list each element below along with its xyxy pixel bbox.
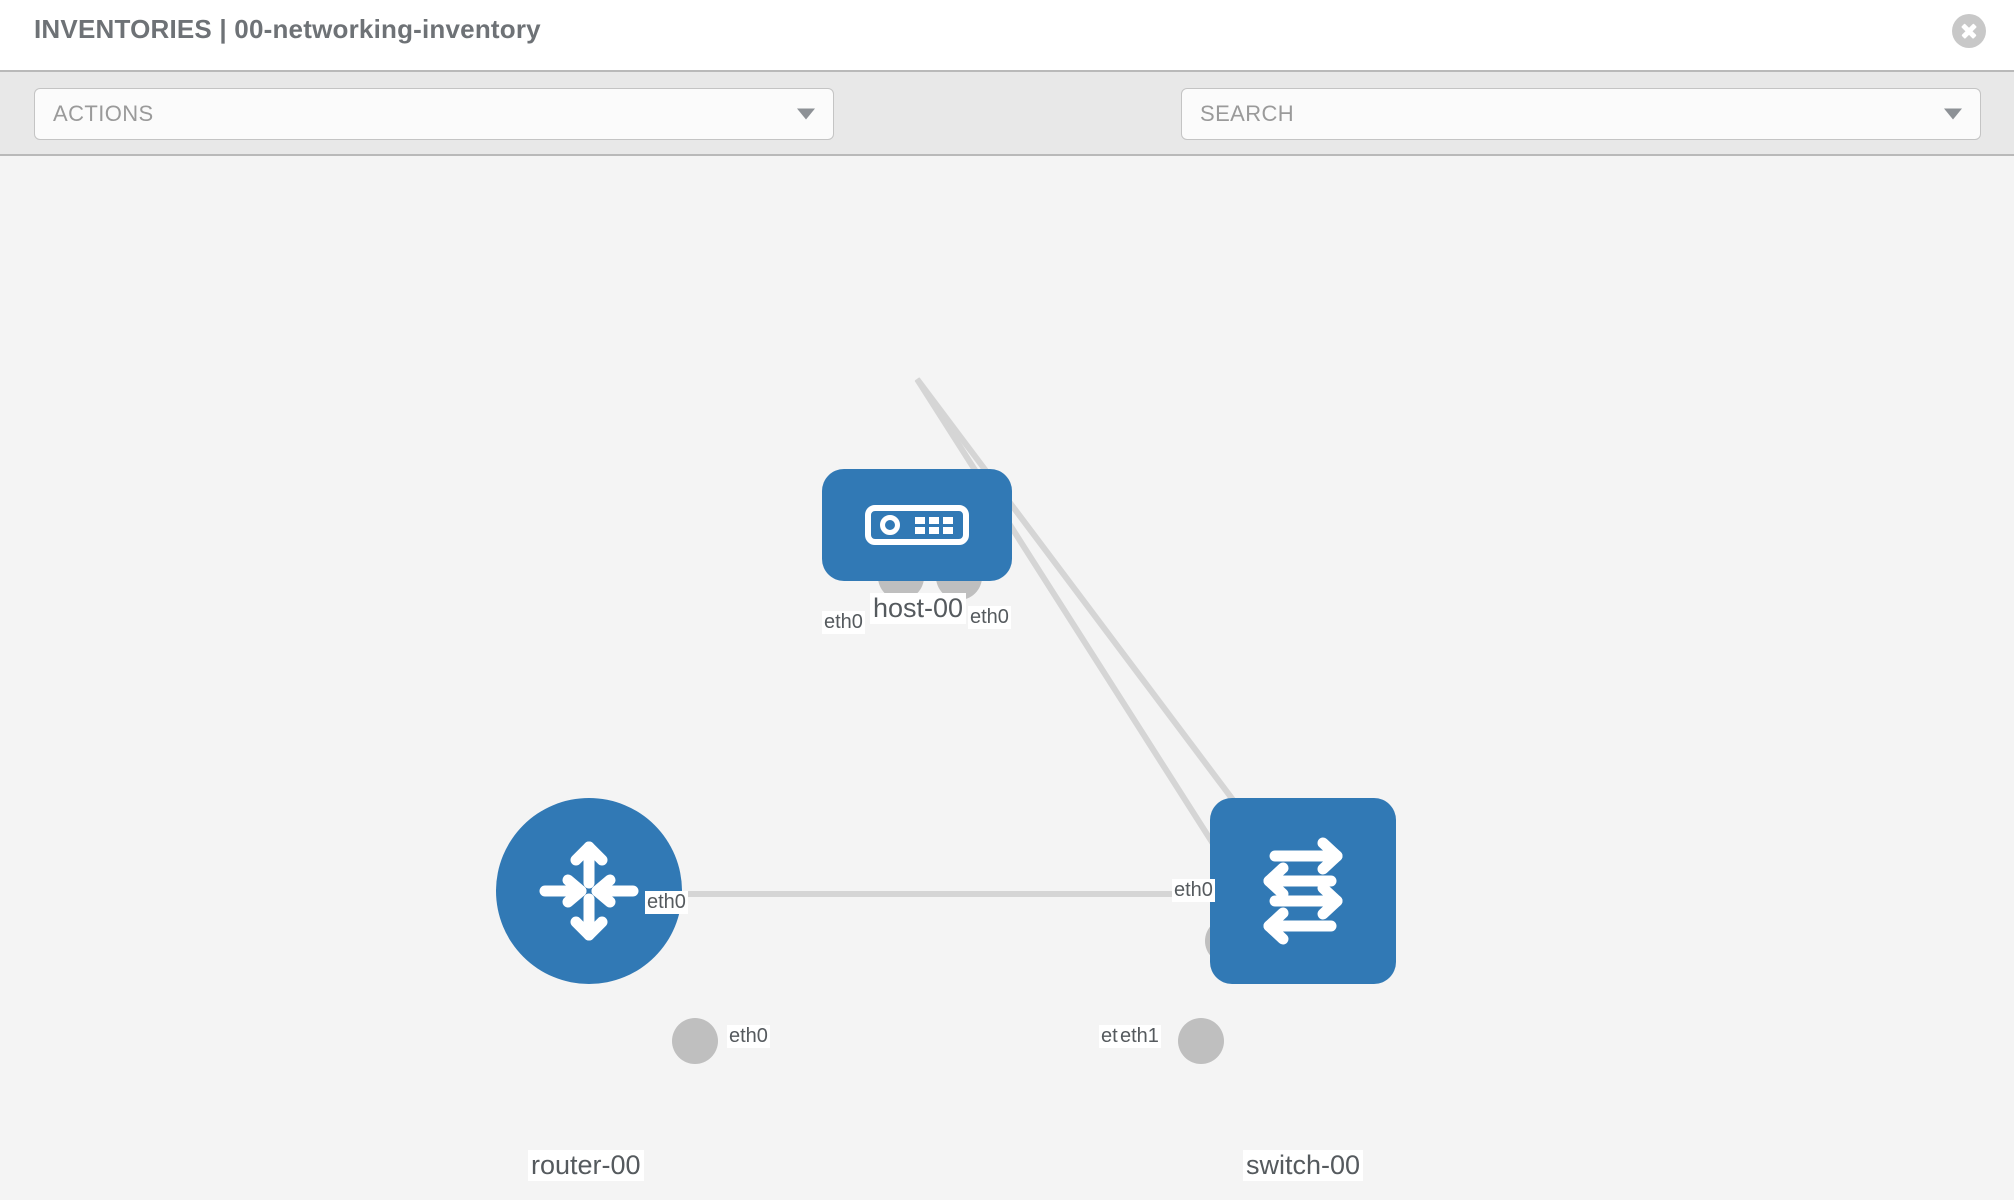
link-router-switch[interactable]: [589, 891, 1303, 897]
search-input[interactable]: SEARCH: [1181, 88, 1981, 140]
interface-label-switch-left: eth1: [1118, 1025, 1161, 1048]
router-arrows-icon: [539, 841, 639, 941]
interface-label-host-right: eth0: [968, 606, 1011, 629]
interface-label-switch-left-overlap: etl: [1099, 1025, 1125, 1048]
interface-label-router-right: eth0: [727, 1025, 770, 1048]
node-label-switch-00: switch-00: [1243, 1150, 1364, 1181]
interface-label-host-left: eth0: [822, 611, 865, 634]
page-title: INVENTORIES | 00-networking-inventory: [34, 14, 541, 44]
toolbar: ACTIONS SEARCH: [0, 70, 2014, 205]
node-switch-00[interactable]: [1210, 798, 1396, 984]
actions-dropdown[interactable]: ACTIONS: [34, 88, 834, 140]
chevron-down-icon: [1944, 108, 1962, 120]
node-label-host-00: host-00: [870, 593, 967, 624]
interface-nub-router-right[interactable]: [672, 1018, 718, 1064]
interface-label-router-up: eth0: [645, 891, 688, 914]
window-header: INVENTORIES | 00-networking-inventory: [0, 0, 2014, 70]
switch-arrows-icon: [1263, 837, 1343, 945]
node-router-00[interactable]: [496, 798, 682, 984]
link-host-router[interactable]: [914, 377, 1248, 896]
chevron-down-icon: [797, 108, 815, 120]
close-icon[interactable]: [1952, 14, 1986, 48]
node-host-00[interactable]: [822, 469, 1012, 581]
interface-label-switch-up: eth0: [1172, 879, 1215, 902]
server-icon: [865, 505, 969, 545]
interface-nub-switch-left[interactable]: [1178, 1018, 1224, 1064]
topology-graph: host-00 eth0 eth0 r: [0, 156, 2014, 1200]
node-label-router-00: router-00: [528, 1150, 644, 1181]
topology-canvas[interactable]: host-00 eth0 eth0 r: [0, 156, 2014, 1200]
search-placeholder: SEARCH: [1200, 101, 1295, 126]
actions-dropdown-label: ACTIONS: [53, 101, 154, 126]
